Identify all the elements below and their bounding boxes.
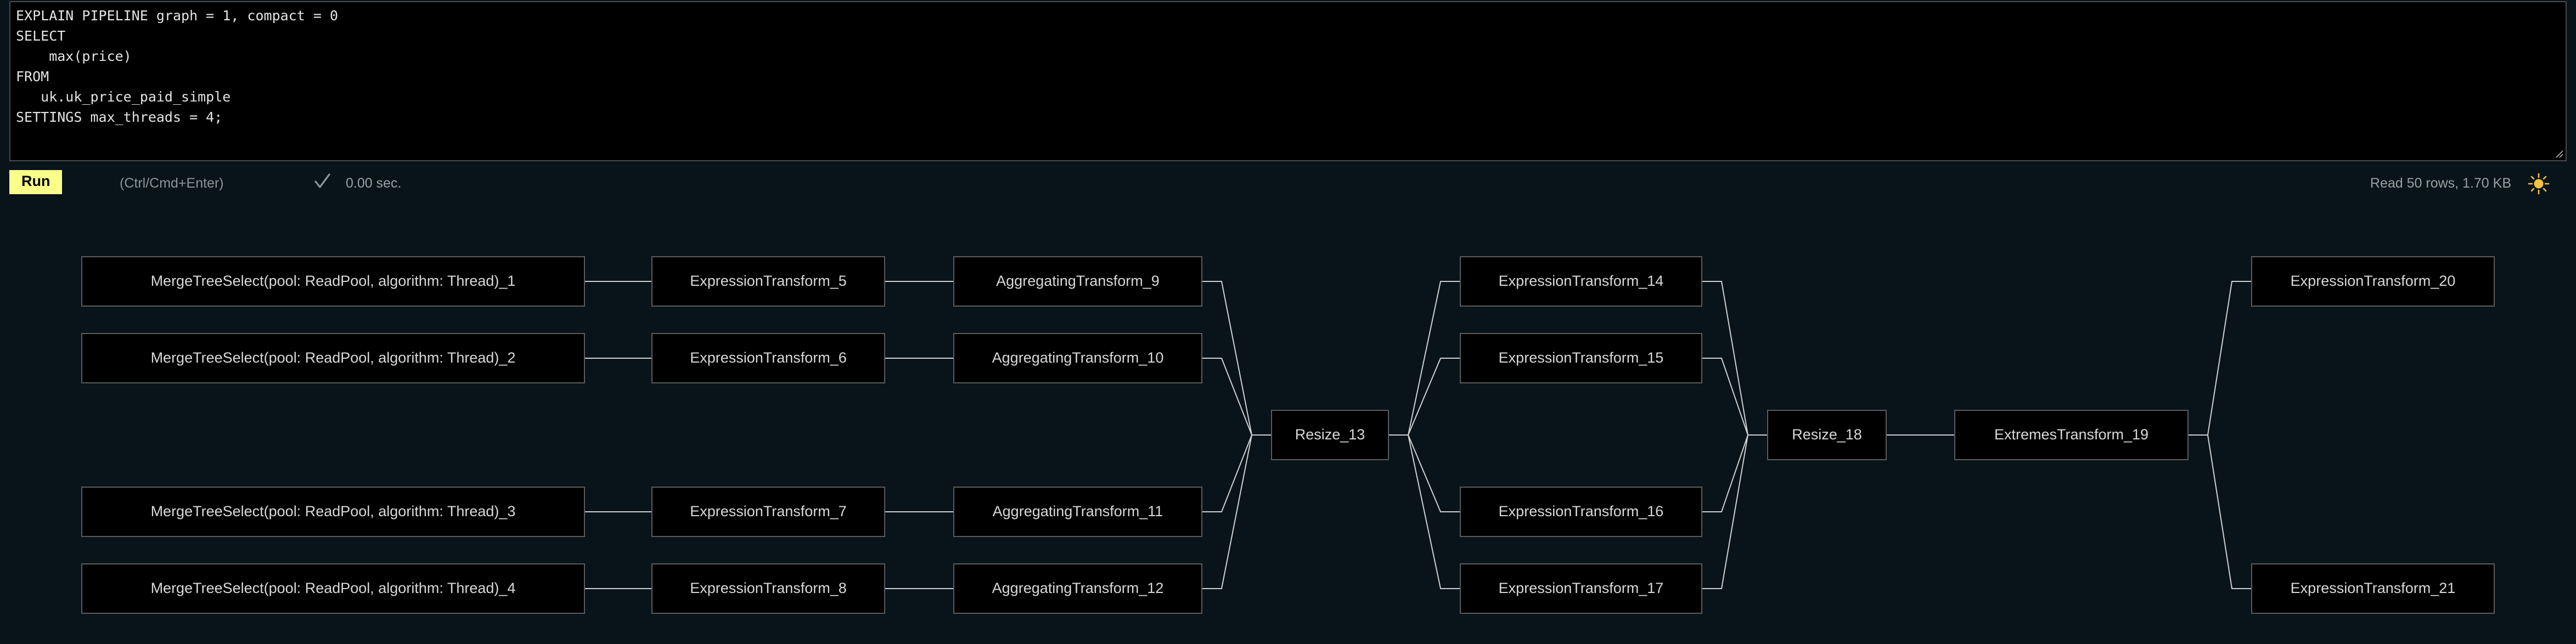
graph-edge	[1202, 434, 1272, 589]
graph-node[interactable]: MergeTreeSelect(pool: ReadPool, algorith…	[81, 256, 585, 307]
graph-node[interactable]: ExpressionTransform_20	[2251, 256, 2495, 307]
graph-node-label: MergeTreeSelect(pool: ReadPool, algorith…	[151, 349, 516, 366]
read-stats: Read 50 rows, 1.70 KB	[2370, 176, 2511, 191]
graph-edge	[1702, 434, 1768, 512]
graph-node-box	[2251, 563, 2495, 614]
graph-node-box	[81, 333, 585, 383]
query-toolbar: Run (Ctrl/Cmd+Enter) 0.00 sec. Read 50 r…	[0, 165, 2576, 197]
graph-node-box	[1460, 333, 1702, 383]
sun-icon[interactable]	[2528, 173, 2550, 195]
run-shortcut-hint: (Ctrl/Cmd+Enter)	[120, 176, 224, 191]
graph-node-label: AggregatingTransform_10	[992, 349, 1164, 366]
graph-node-label: AggregatingTransform_11	[993, 503, 1163, 519]
graph-node-label: Resize_13	[1295, 426, 1365, 443]
graph-node[interactable]: ExpressionTransform_17	[1460, 563, 1702, 614]
graph-node-label: MergeTreeSelect(pool: ReadPool, algorith…	[151, 580, 516, 596]
graph-node-label: Resize_18	[1792, 426, 1862, 443]
graph-node[interactable]: Resize_13	[1271, 410, 1389, 460]
graph-nodes: MergeTreeSelect(pool: ReadPool, algorith…	[81, 256, 2495, 614]
graph-node-label: AggregatingTransform_12	[992, 580, 1164, 596]
graph-node-label: ExpressionTransform_20	[2291, 273, 2456, 289]
graph-node[interactable]: ExpressionTransform_6	[651, 333, 885, 383]
pipeline-graph: MergeTreeSelect(pool: ReadPool, algorith…	[81, 256, 2495, 614]
graph-node[interactable]: MergeTreeSelect(pool: ReadPool, algorith…	[81, 333, 585, 383]
graph-edge	[1702, 434, 1768, 589]
graph-node-box	[1460, 487, 1702, 537]
graph-node-box	[1767, 410, 1887, 460]
graph-edge	[1388, 358, 1460, 436]
graph-edge	[2188, 434, 2252, 589]
graph-node-label: ExtremesTransform_19	[1994, 426, 2148, 443]
graph-node-label: ExpressionTransform_21	[2291, 580, 2456, 596]
graph-edges	[584, 281, 2252, 589]
graph-edge	[1702, 358, 1768, 436]
graph-node-label: ExpressionTransform_6	[690, 349, 847, 366]
graph-node-label: AggregatingTransform_9	[996, 273, 1160, 289]
graph-node[interactable]: AggregatingTransform_12	[953, 563, 1202, 614]
graph-node-label: ExpressionTransform_7	[690, 503, 847, 519]
graph-node-box	[1460, 256, 1702, 307]
graph-node-box	[81, 563, 585, 614]
graph-edge	[1388, 434, 1460, 512]
graph-node[interactable]: ExpressionTransform_21	[2251, 563, 2495, 614]
graph-node-label: ExpressionTransform_5	[690, 273, 847, 289]
graph-node-label: MergeTreeSelect(pool: ReadPool, algorith…	[151, 503, 516, 519]
graph-edge	[1388, 434, 1460, 589]
graph-edge	[1202, 434, 1272, 512]
check-icon	[314, 173, 330, 188]
graph-node[interactable]: ExpressionTransform_16	[1460, 487, 1702, 537]
graph-node-label: MergeTreeSelect(pool: ReadPool, algorith…	[151, 273, 516, 289]
graph-node-box	[81, 256, 585, 307]
graph-node[interactable]: AggregatingTransform_11	[953, 487, 1202, 537]
graph-node-label: ExpressionTransform_8	[690, 580, 847, 596]
graph-node[interactable]: ExpressionTransform_8	[651, 563, 885, 614]
query-editor-container: EXPLAIN PIPELINE graph = 1, compact = 0 …	[9, 1, 2567, 161]
graph-node-box	[651, 487, 885, 537]
graph-node[interactable]: MergeTreeSelect(pool: ReadPool, algorith…	[81, 563, 585, 614]
graph-node-box	[953, 563, 1202, 614]
graph-node[interactable]: AggregatingTransform_10	[953, 333, 1202, 383]
graph-node-label: ExpressionTransform_16	[1499, 503, 1664, 519]
run-button[interactable]: Run	[9, 170, 63, 194]
graph-node-label: ExpressionTransform_15	[1499, 349, 1664, 366]
graph-node[interactable]: MergeTreeSelect(pool: ReadPool, algorith…	[81, 487, 585, 537]
graph-node[interactable]: AggregatingTransform_9	[953, 256, 1202, 307]
graph-node-box	[953, 256, 1202, 307]
graph-node[interactable]: Resize_18	[1767, 410, 1887, 460]
graph-node-box	[953, 487, 1202, 537]
graph-node-box	[1954, 410, 2189, 460]
graph-node-label: ExpressionTransform_17	[1499, 580, 1664, 596]
graph-node-box	[1271, 410, 1389, 460]
graph-node-label: ExpressionTransform_14	[1499, 273, 1664, 289]
graph-node-box	[81, 487, 585, 537]
graph-node-box	[651, 563, 885, 614]
sql-query-editor[interactable]: EXPLAIN PIPELINE graph = 1, compact = 0 …	[9, 1, 2567, 161]
graph-node-box	[2251, 256, 2495, 307]
graph-node-box	[1460, 563, 1702, 614]
elapsed-time: 0.00 sec.	[346, 176, 402, 191]
graph-node[interactable]: ExtremesTransform_19	[1954, 410, 2189, 460]
graph-node-box	[953, 333, 1202, 383]
graph-node[interactable]: ExpressionTransform_7	[651, 487, 885, 537]
graph-edge	[1202, 358, 1272, 436]
graph-node[interactable]: ExpressionTransform_15	[1460, 333, 1702, 383]
graph-node-box	[651, 256, 885, 307]
graph-node[interactable]: ExpressionTransform_14	[1460, 256, 1702, 307]
graph-node[interactable]: ExpressionTransform_5	[651, 256, 885, 307]
graph-edge	[2188, 281, 2252, 436]
graph-node-box	[651, 333, 885, 383]
